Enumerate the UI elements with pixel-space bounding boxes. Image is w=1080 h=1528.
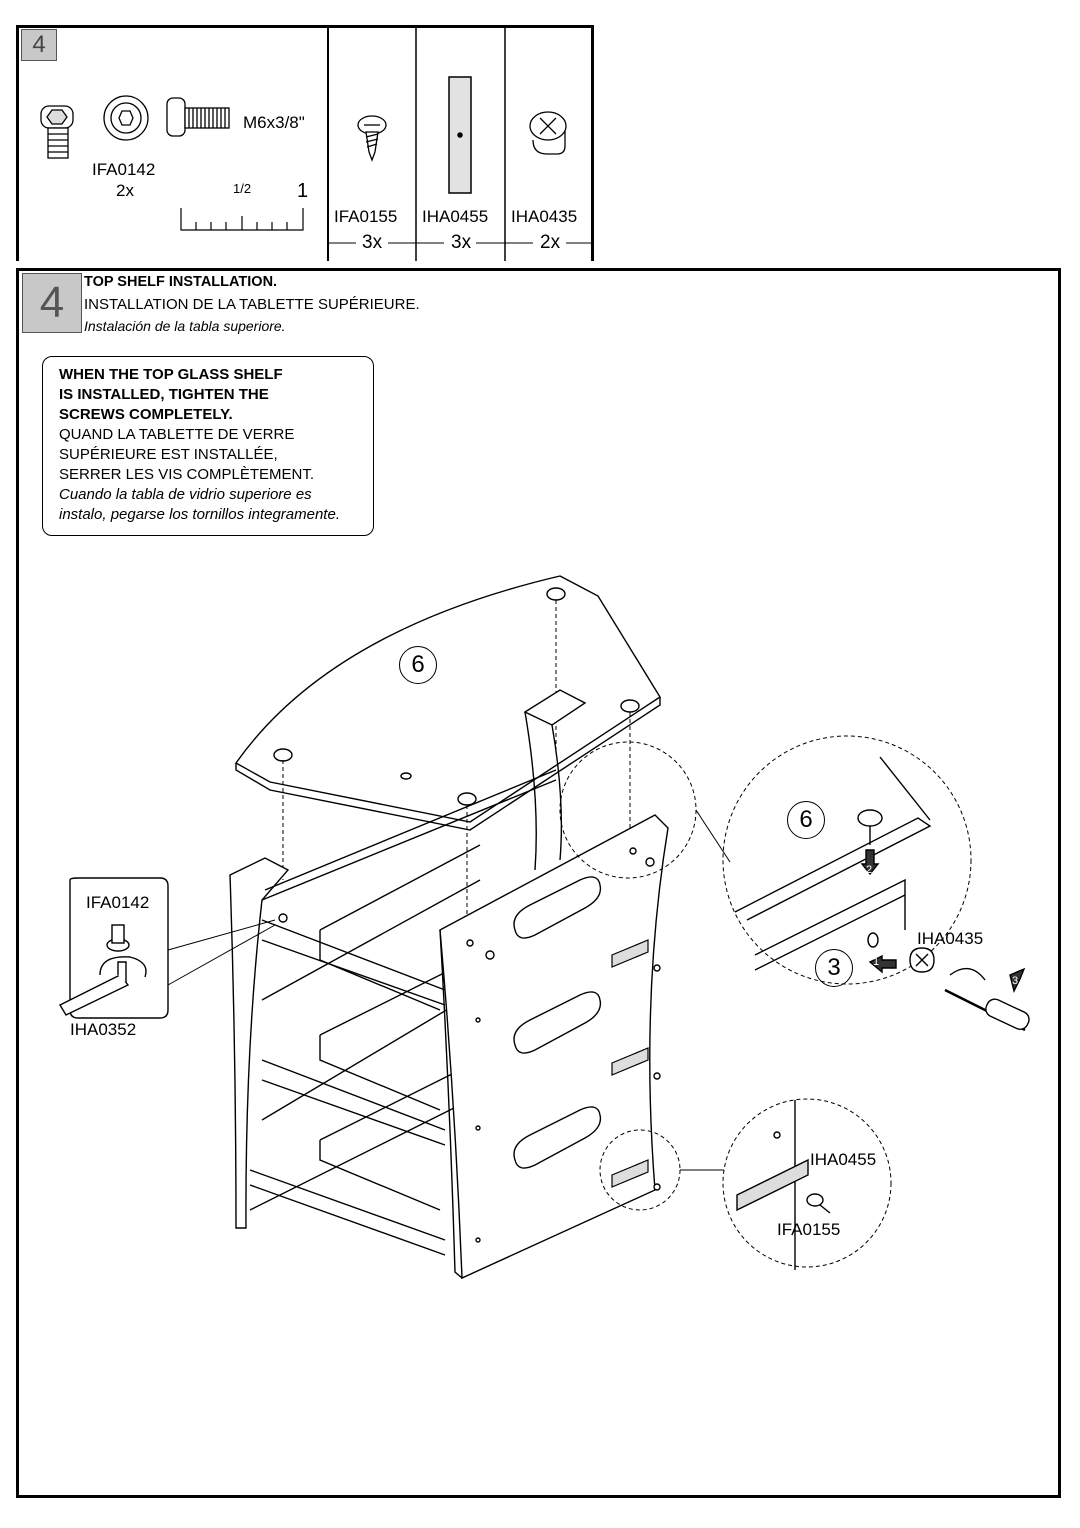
part-code-iha0455: IHA0455	[422, 207, 489, 226]
side-panel	[439, 814, 669, 1280]
part-qty-iha0455: 3x	[451, 232, 472, 253]
step-number-badge: 4	[22, 273, 82, 333]
note-es-line-1: Cuando la tabla de vidrio superiore es	[59, 486, 312, 503]
glass-shelf	[234, 575, 661, 823]
bolt-threaded-icon	[166, 97, 230, 137]
step-panel	[16, 268, 1061, 1498]
wood-screw-icon	[357, 115, 387, 162]
mounting-plate-icon	[448, 76, 472, 194]
parts-illustrations	[40, 25, 594, 261]
note-fr-line-1: QUAND LA TABLETTE DE VERRE	[59, 426, 295, 443]
shelf-part-number: 6	[399, 646, 437, 684]
cam-lock-icon	[529, 111, 567, 155]
bolt-head-icon	[103, 95, 149, 141]
note-en-line-2: IS INSTALLED, TIGHTEN THE	[59, 386, 269, 403]
scale-one-label: 1	[297, 180, 309, 202]
note-en-line-3: SCREWS COMPLETELY.	[59, 406, 233, 423]
wrench-callout-label: IHA0352	[70, 1020, 137, 1039]
part-code-iha0435: IHA0435	[511, 207, 578, 226]
step-title-en: TOP SHELF INSTALLATION.	[84, 274, 278, 290]
arrow-step-2-label: 2	[866, 864, 873, 876]
detail-panel-part-number: 3	[815, 949, 853, 987]
arrow-step-1-label: 1	[873, 956, 880, 968]
bolt-size-label: M6x3/8"	[243, 113, 305, 132]
step-title-es: Instalación de la tabla superiore.	[84, 318, 286, 334]
parts-step-number: 4	[21, 29, 57, 61]
part-code-ifa0155: IFA0155	[334, 207, 398, 226]
cam-lock-callout-label: IHA0435	[917, 929, 984, 948]
bolt-qty-label: 2x	[116, 181, 134, 200]
part-qty-ifa0155: 3x	[362, 232, 383, 253]
note-es-line-2: instalo, pegarse los tornillos integrame…	[59, 506, 340, 523]
bolt-code-label: IFA0142	[92, 160, 156, 179]
left-upright	[229, 857, 290, 1229]
bolt-side-icon	[40, 105, 74, 159]
tighten-screws-note: WHEN THE TOP GLASS SHELF IS INSTALLED, T…	[42, 356, 374, 536]
detail-shelf-part-number: 6	[787, 801, 825, 839]
scale-ruler	[180, 208, 304, 231]
step-title-fr: INSTALLATION DE LA TABLETTE SUPÉRIEURE.	[84, 296, 420, 313]
note-fr-line-2: SUPÉRIEURE EST INSTALLÉE,	[59, 446, 278, 463]
bolt-callout-label: IFA0142	[86, 893, 150, 912]
arrow-step-3-label: 3	[1012, 975, 1019, 987]
scale-half-label: 1/2	[233, 181, 252, 196]
plate-callout-label: IHA0455	[810, 1150, 877, 1169]
parts-list-box	[16, 25, 594, 261]
screw-callout-label: IFA0155	[777, 1220, 841, 1239]
part-qty-iha0435: 2x	[540, 232, 561, 253]
note-fr-line-3: SERRER LES VIS COMPLÈTEMENT.	[59, 466, 315, 483]
note-en-line-1: WHEN THE TOP GLASS SHELF	[59, 366, 283, 383]
